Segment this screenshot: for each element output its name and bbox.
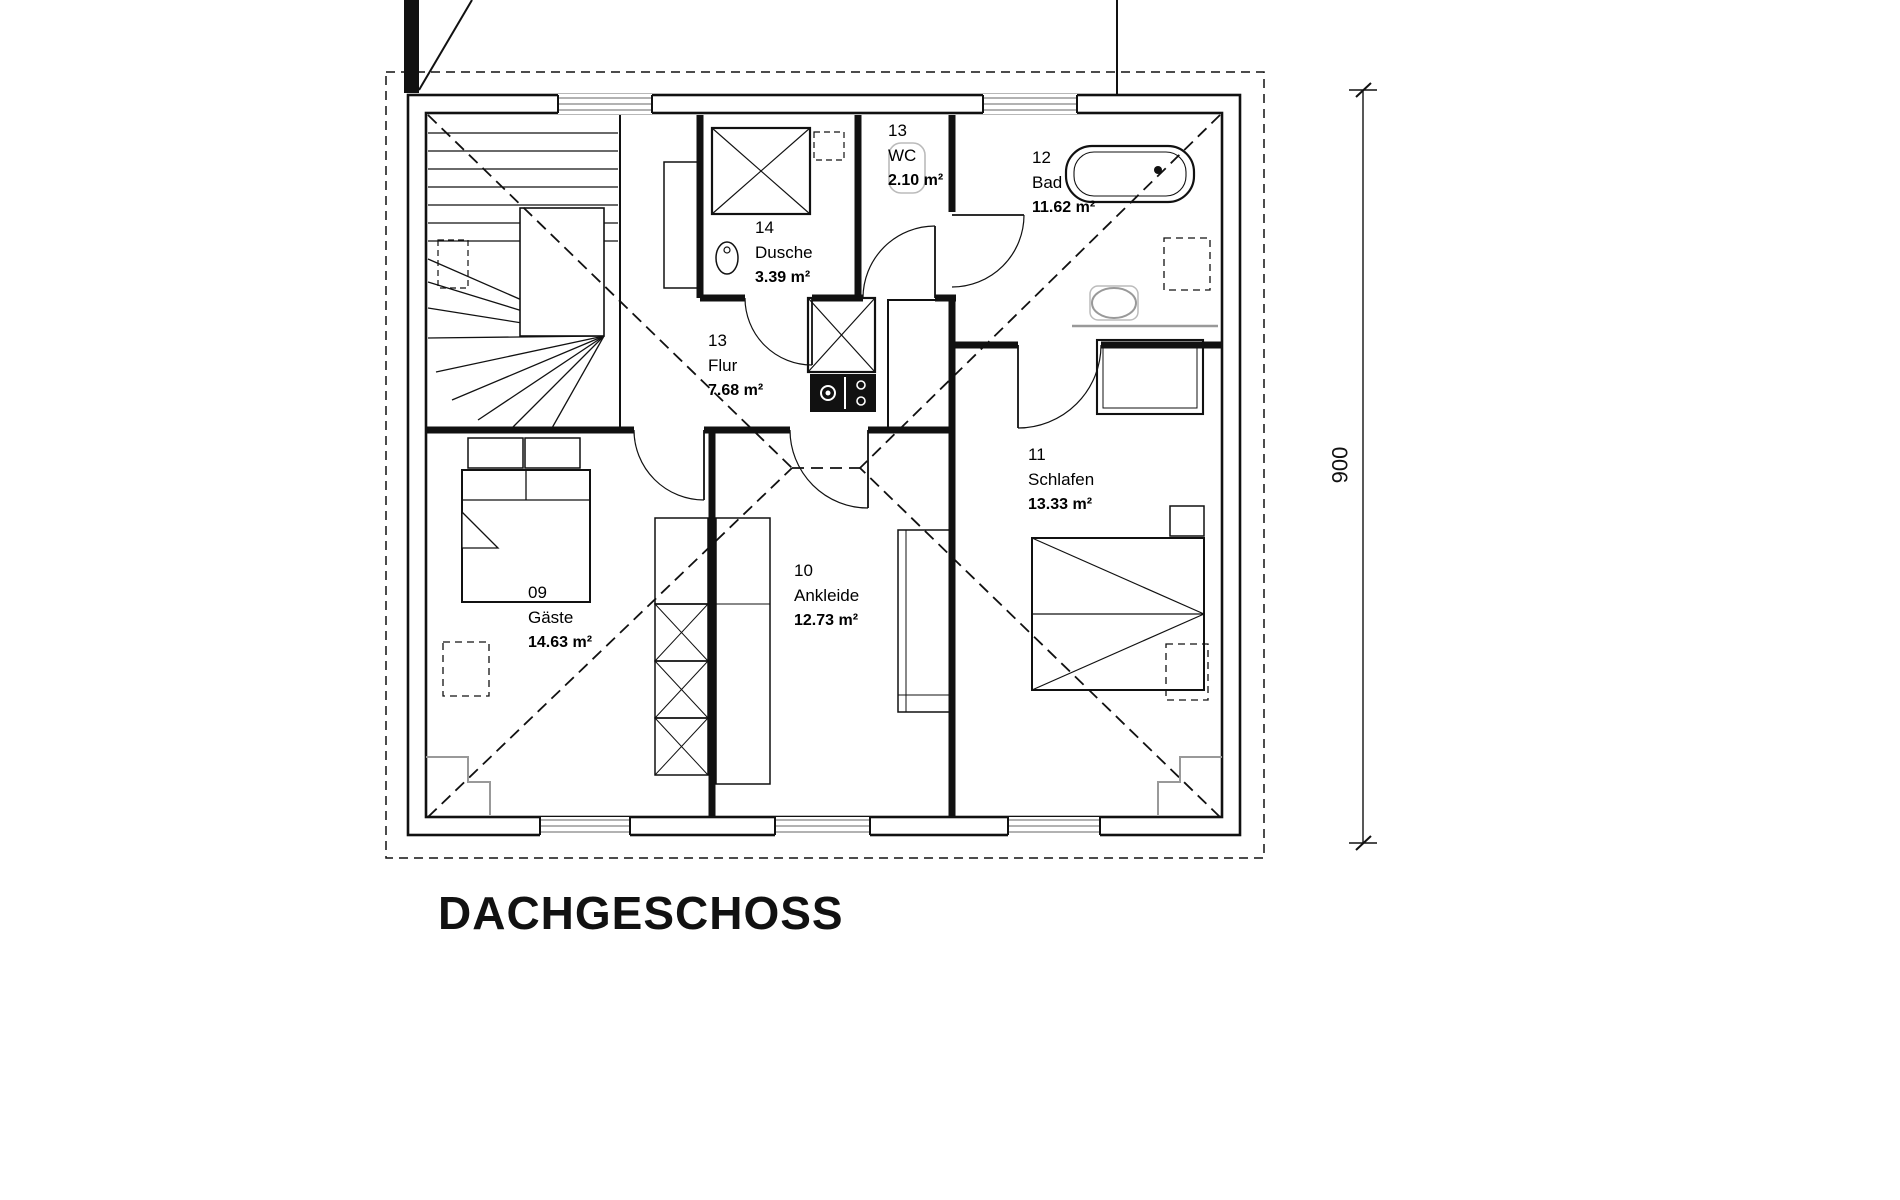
room-label-wc: 13 WC 2.10 m² bbox=[888, 118, 943, 193]
room-area: 12.73 m² bbox=[794, 612, 859, 629]
room-area: 11.62 m² bbox=[1032, 199, 1096, 216]
knee-wall-corners bbox=[426, 756, 1222, 815]
bed-schlafen bbox=[1031, 505, 1209, 701]
plan-title: DACHGESCHOSS bbox=[438, 887, 844, 939]
room-area: 14.63 m² bbox=[528, 634, 593, 651]
windows bbox=[539, 94, 1101, 837]
room-label-ankleide: 10 Ankleide 12.73 m² bbox=[794, 558, 859, 633]
room-name: Dusche bbox=[755, 243, 813, 262]
niche-dashed-bad bbox=[1163, 237, 1211, 291]
room-number: 12 bbox=[1032, 148, 1051, 167]
room-number: 14 bbox=[755, 218, 774, 237]
room-number: 11 bbox=[1028, 445, 1046, 464]
chimney-block bbox=[806, 296, 951, 429]
room-name: WC bbox=[888, 146, 917, 165]
room-label-bad: 12 Bad 11.62 m² bbox=[1032, 145, 1095, 220]
room-area: 13.33 m² bbox=[1028, 496, 1093, 513]
washbasin-dusche-icon bbox=[715, 241, 739, 275]
roof-ridge-lines bbox=[427, 114, 1221, 818]
niche-dashed-gaeste bbox=[442, 641, 490, 697]
vanity-washbasin-bad bbox=[1072, 285, 1218, 328]
room-label-flur: 13 Flur 7.68 m² bbox=[708, 328, 763, 403]
shower-dusche bbox=[663, 126, 845, 289]
room-name: Schlafen bbox=[1028, 470, 1095, 489]
roof-overhang-outline bbox=[385, 71, 1265, 859]
shower-bad bbox=[1095, 338, 1205, 416]
room-name: Gäste bbox=[528, 608, 574, 627]
exterior-walls bbox=[406, 93, 1242, 837]
dimension-line bbox=[1349, 82, 1377, 851]
room-area: 7.68 m² bbox=[708, 382, 764, 399]
wardrobes-ankleide bbox=[654, 517, 951, 785]
room-number: 13 bbox=[888, 121, 907, 140]
stairs bbox=[427, 115, 621, 429]
bed-gaeste bbox=[461, 437, 591, 603]
room-name: Ankleide bbox=[794, 586, 860, 605]
room-area: 2.10 m² bbox=[888, 172, 944, 189]
room-number: 13 bbox=[708, 331, 727, 350]
room-label-dusche: 14 Dusche 3.39 m² bbox=[755, 215, 813, 290]
room-area: 3.39 m² bbox=[755, 269, 811, 286]
dimension-label: 900 bbox=[1327, 446, 1353, 484]
stove-icon bbox=[810, 374, 876, 412]
toilet-icon bbox=[888, 142, 926, 194]
room-name: Flur bbox=[708, 356, 738, 375]
doors bbox=[633, 214, 1102, 509]
section-markers bbox=[404, 0, 1118, 94]
room-label-gaeste: 09 Gäste 14.63 m² bbox=[528, 580, 592, 655]
room-label-schlafen: 11 Schlafen 13.33 m² bbox=[1028, 442, 1094, 517]
room-number: 10 bbox=[794, 561, 813, 580]
room-number: 09 bbox=[528, 583, 547, 602]
room-name: Bad bbox=[1032, 173, 1063, 192]
